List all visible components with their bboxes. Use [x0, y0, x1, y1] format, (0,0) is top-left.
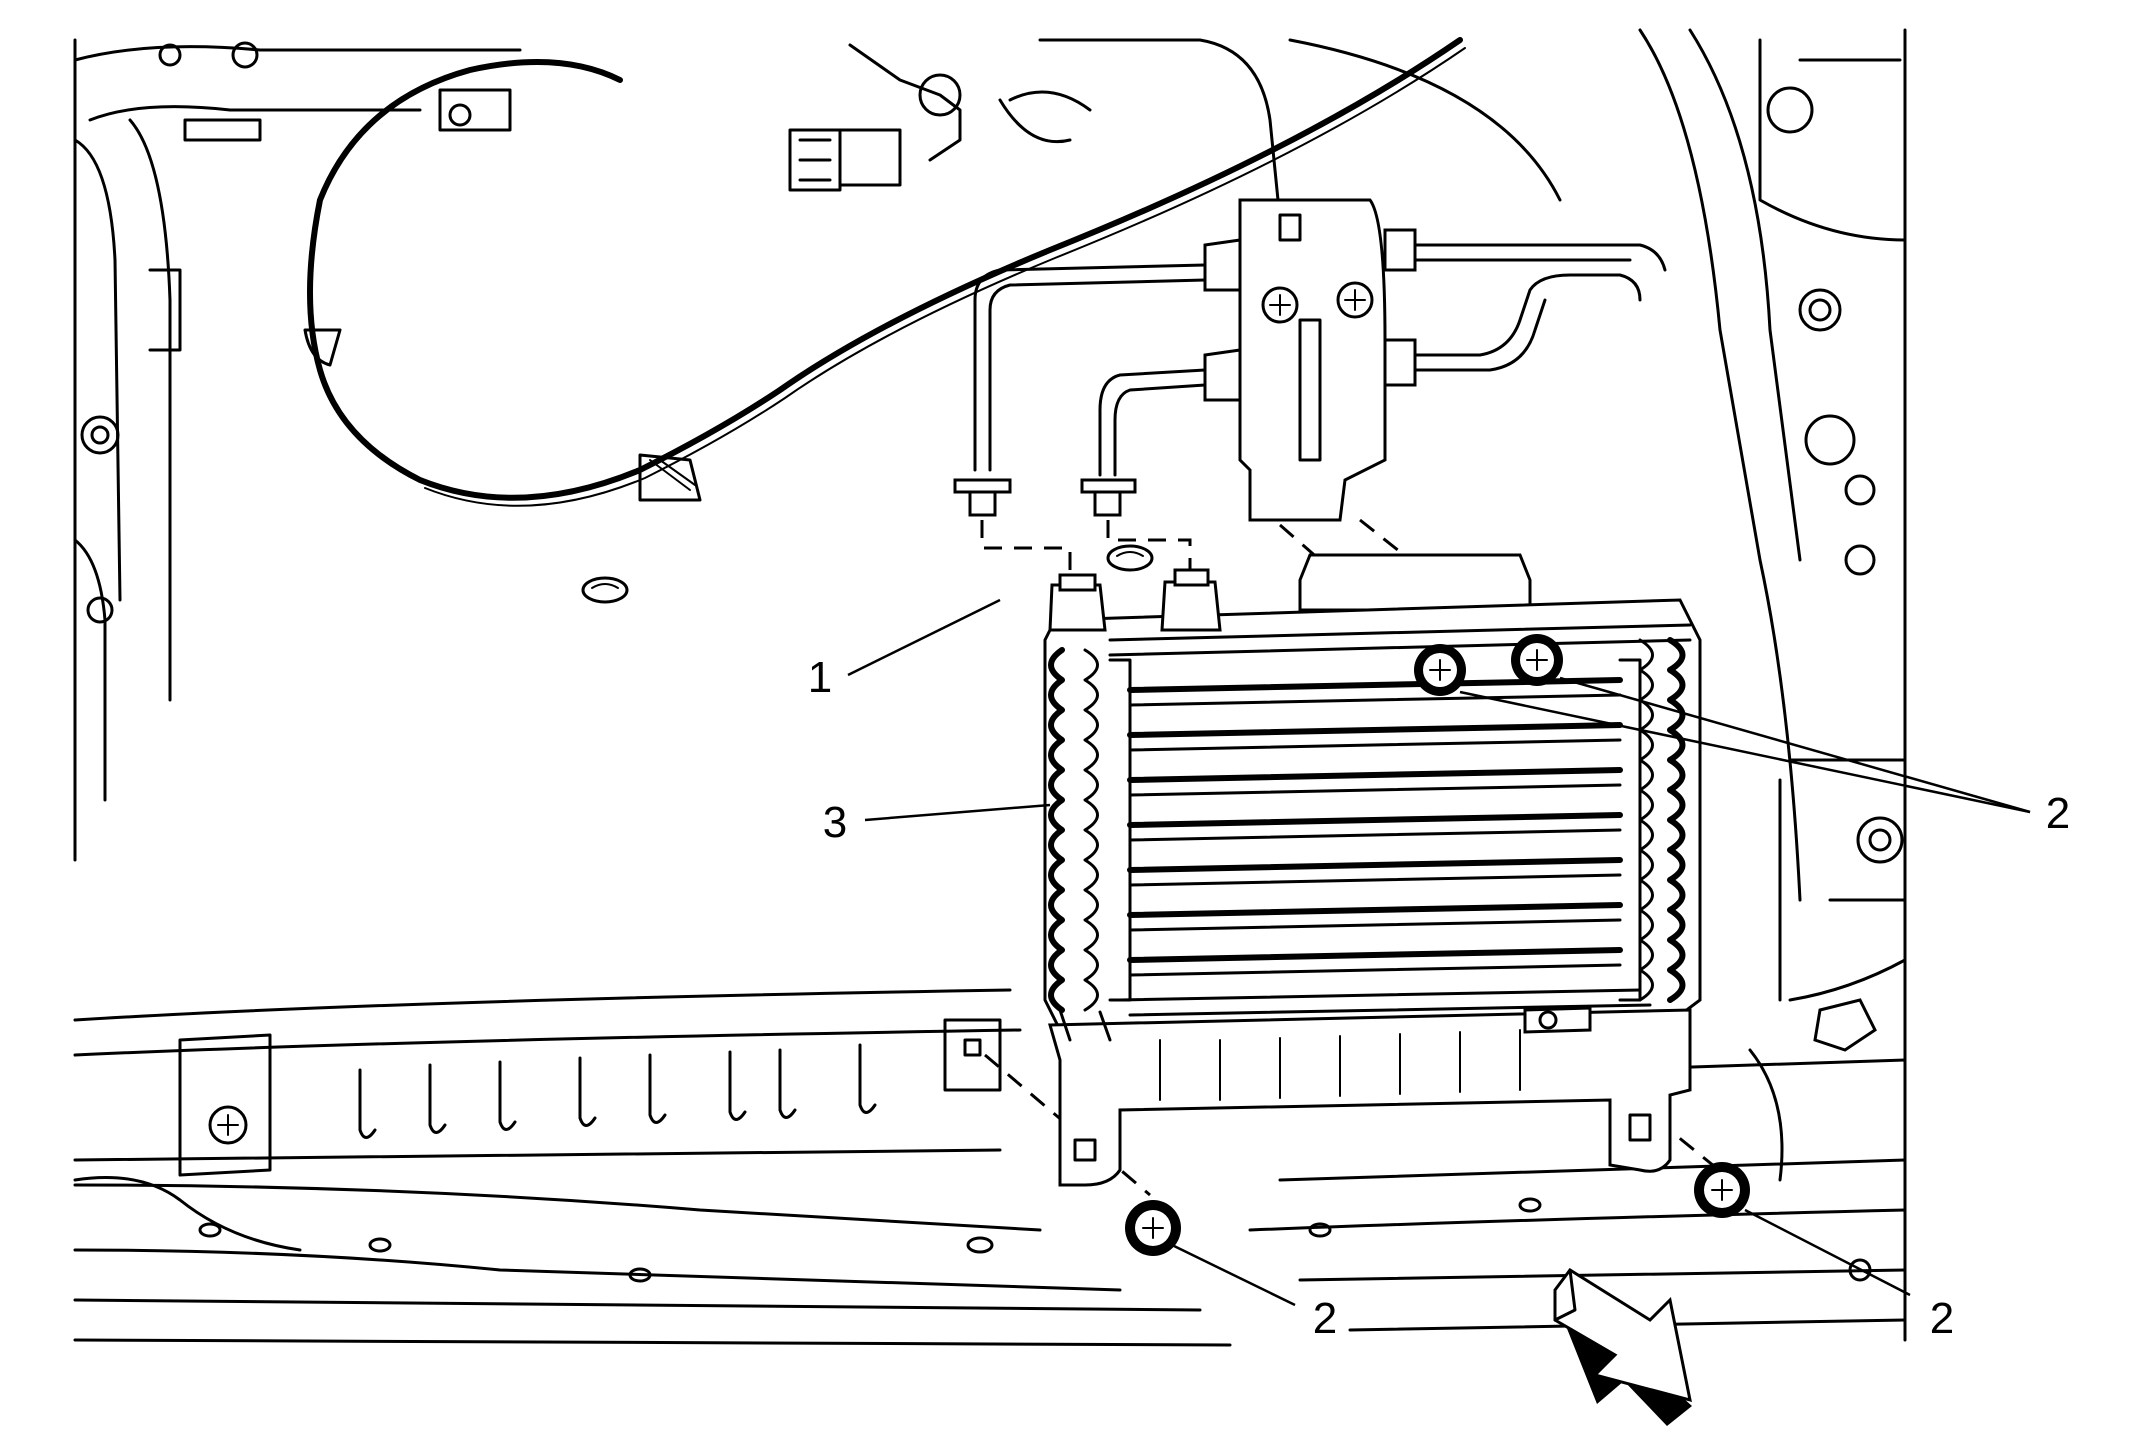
bolt-lower-right	[1694, 1162, 1750, 1218]
bolt-lower-left	[1125, 1200, 1181, 1256]
bolt-upper-right	[1511, 634, 1563, 686]
cooler-lines-and-bracket	[953, 198, 1667, 522]
bolt-upper-left	[1414, 644, 1466, 696]
callout-1: 1	[808, 653, 832, 702]
callout-2-right: 2	[2046, 789, 2070, 838]
front-direction-arrow-icon	[1553, 1267, 1692, 1426]
retainer-clip-right	[1106, 544, 1154, 572]
rail-clip-row	[358, 1043, 877, 1139]
callout-2-bottom-center: 2	[1313, 1294, 1337, 1343]
callout-2-bottom-right: 2	[1930, 1294, 1954, 1343]
callout-3: 3	[823, 798, 847, 847]
transmission-fluid-cooler	[1043, 553, 1702, 1187]
callout-leader-lines	[847, 598, 2031, 1307]
retainer-clip-left	[581, 576, 629, 604]
vehicle-body-structure	[73, 28, 1907, 1347]
